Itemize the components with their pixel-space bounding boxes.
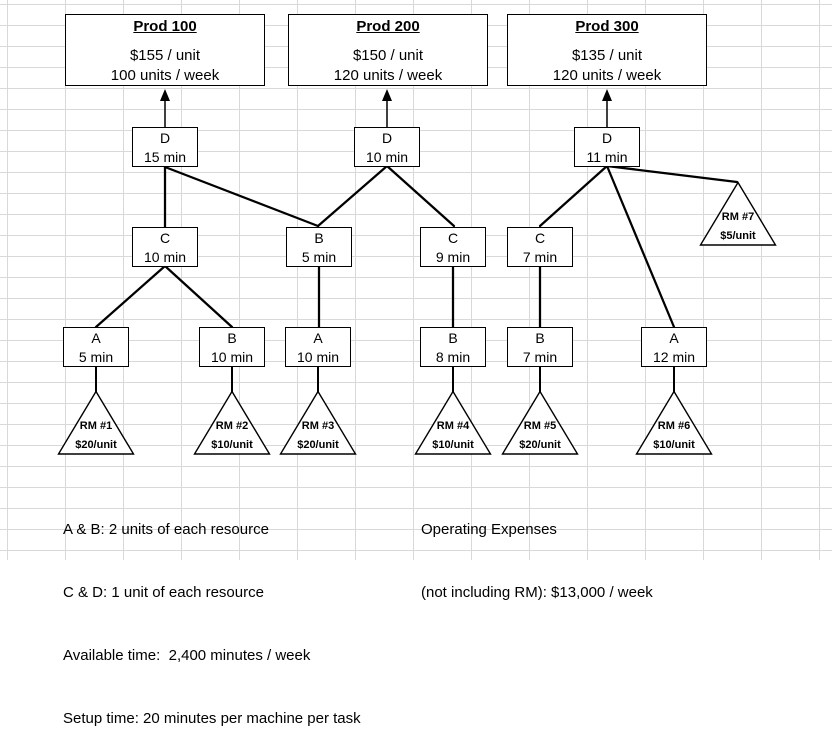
machine-label: B bbox=[448, 330, 458, 346]
rm-label: RM #1 bbox=[79, 420, 113, 432]
product-title: Prod 300 bbox=[575, 18, 639, 35]
machine-box-d-11min: D 11 min bbox=[574, 127, 640, 167]
rm-triangle-7: RM #7 $5/unit bbox=[699, 181, 777, 247]
machine-label: B bbox=[227, 330, 237, 346]
triangle-icon bbox=[57, 390, 135, 455]
machine-box-b-7min: B 7 min bbox=[507, 327, 573, 367]
machine-label: D bbox=[159, 130, 171, 146]
machine-label: A bbox=[313, 330, 323, 346]
rm-cost: $10/unit bbox=[211, 439, 253, 451]
machine-time: 12 min bbox=[652, 349, 696, 365]
note-available-time: Available time: 2,400 minutes / week bbox=[63, 647, 311, 664]
product-price: $150 / unit bbox=[352, 47, 424, 64]
rm-label: RM #3 bbox=[301, 420, 335, 432]
machine-label: B bbox=[535, 330, 545, 346]
machine-box-b-5min: B 5 min bbox=[286, 227, 352, 267]
machine-label: A bbox=[669, 330, 679, 346]
spreadsheet-grid-background bbox=[0, 0, 832, 560]
machine-label: D bbox=[381, 130, 393, 146]
note-resources-ab: A & B: 2 units of each resource bbox=[63, 521, 269, 538]
product-throughput: 120 units / week bbox=[552, 67, 662, 84]
triangle-icon bbox=[501, 390, 579, 455]
rm-label: RM #5 bbox=[523, 420, 557, 432]
product-title: Prod 200 bbox=[356, 18, 420, 35]
machine-label: B bbox=[314, 230, 324, 246]
product-price: $155 / unit bbox=[129, 47, 201, 64]
rm-label: RM #7 bbox=[721, 211, 755, 223]
rm-cost: $20/unit bbox=[519, 439, 561, 451]
product-throughput: 120 units / week bbox=[333, 67, 443, 84]
machine-time: 5 min bbox=[78, 349, 114, 365]
rm-triangle-1: RM #1 $20/unit bbox=[57, 390, 135, 456]
machine-box-c-10min: C 10 min bbox=[132, 227, 198, 267]
product-box-prod-100: Prod 100 $155 / unit 100 units / week bbox=[65, 14, 265, 86]
machine-box-d-15min: D 15 min bbox=[132, 127, 198, 167]
arrow-stems bbox=[164, 100, 608, 127]
machine-box-a-5min: A 5 min bbox=[63, 327, 129, 367]
rm-triangle-6: RM #6 $10/unit bbox=[635, 390, 713, 456]
machine-time: 7 min bbox=[522, 249, 558, 265]
machine-label: A bbox=[91, 330, 101, 346]
machine-box-a-10min: A 10 min bbox=[285, 327, 351, 367]
product-title: Prod 100 bbox=[133, 18, 197, 35]
rm-cost: $10/unit bbox=[653, 439, 695, 451]
machine-time: 5 min bbox=[301, 249, 337, 265]
note-resources-cd: C & D: 1 unit of each resource bbox=[63, 584, 264, 601]
machine-label: C bbox=[159, 230, 171, 246]
machine-box-b-10min: B 10 min bbox=[199, 327, 265, 367]
note-setup-time: Setup time: 20 minutes per machine per t… bbox=[63, 710, 361, 727]
machine-time: 7 min bbox=[522, 349, 558, 365]
connector-lines-layer bbox=[94, 89, 739, 393]
machine-box-a-12min: A 12 min bbox=[641, 327, 707, 367]
arrow-heads bbox=[160, 89, 612, 101]
machine-time: 15 min bbox=[143, 149, 187, 165]
machine-time: 10 min bbox=[365, 149, 409, 165]
routing-lines bbox=[94, 164, 739, 329]
rm-label: RM #4 bbox=[436, 420, 470, 432]
triangle-icon bbox=[699, 181, 777, 246]
note-operating-expenses-title: Operating Expenses bbox=[421, 521, 557, 538]
machine-box-d-10min: D 10 min bbox=[354, 127, 420, 167]
product-box-prod-300: Prod 300 $135 / unit 120 units / week bbox=[507, 14, 707, 86]
machine-box-c-7min: C 7 min bbox=[507, 227, 573, 267]
rm-cost: $5/unit bbox=[720, 230, 756, 242]
machine-label: C bbox=[447, 230, 459, 246]
rm-triangle-5: RM #5 $20/unit bbox=[501, 390, 579, 456]
rm-label: RM #6 bbox=[657, 420, 691, 432]
machine-box-c-9min: C 9 min bbox=[420, 227, 486, 267]
product-box-prod-200: Prod 200 $150 / unit 120 units / week bbox=[288, 14, 488, 86]
rm-triangle-3: RM #3 $20/unit bbox=[279, 390, 357, 456]
machine-label: D bbox=[601, 130, 613, 146]
rm-triangle-4: RM #4 $10/unit bbox=[414, 390, 492, 456]
triangle-icon bbox=[279, 390, 357, 455]
machine-label: C bbox=[534, 230, 546, 246]
triangle-icon bbox=[414, 390, 492, 455]
resource-notes: A & B: 2 units of each resource C & D: 1… bbox=[63, 477, 361, 750]
rm-stems bbox=[95, 366, 675, 393]
machine-time: 11 min bbox=[586, 149, 628, 165]
machine-time: 8 min bbox=[435, 349, 471, 365]
operating-expense-notes: Operating Expenses (not including RM): $… bbox=[421, 477, 653, 624]
rm-triangle-2: RM #2 $10/unit bbox=[193, 390, 271, 456]
triangle-icon bbox=[193, 390, 271, 455]
machine-time: 9 min bbox=[435, 249, 471, 265]
rm-cost: $20/unit bbox=[75, 439, 117, 451]
product-throughput: 100 units / week bbox=[110, 67, 220, 84]
triangle-icon bbox=[635, 390, 713, 455]
product-price: $135 / unit bbox=[571, 47, 643, 64]
machine-time: 10 min bbox=[143, 249, 187, 265]
machine-time: 10 min bbox=[296, 349, 340, 365]
rm-cost: $20/unit bbox=[297, 439, 339, 451]
note-operating-expenses-value: (not including RM): $13,000 / week bbox=[421, 584, 653, 601]
machine-time: 10 min bbox=[210, 349, 254, 365]
machine-box-b-8min: B 8 min bbox=[420, 327, 486, 367]
rm-cost: $10/unit bbox=[432, 439, 474, 451]
rm-label: RM #2 bbox=[215, 420, 249, 432]
